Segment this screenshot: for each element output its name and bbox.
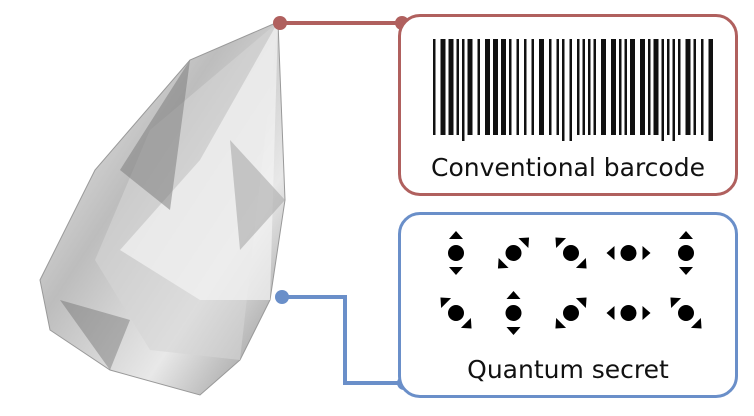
barcode-bar [701,39,704,135]
quantum-label: Quantum secret [467,355,669,384]
barcode-bar [549,39,552,135]
barcode-bar [648,39,651,135]
barcode-bar [611,39,616,135]
barcode-connector [273,16,409,30]
barcode-bar [509,39,512,135]
barcode-bar [456,39,459,135]
barcode-bar [624,39,627,135]
quantum-states [440,231,702,335]
barcode-box: Conventional barcode [398,14,738,196]
quantum-connector [275,290,411,390]
photon-diagonal-left-icon [670,297,702,329]
barcode-bar [630,39,635,135]
barcode-bar [653,39,659,135]
barcode-bar [516,39,519,135]
barcode-bar [433,39,436,135]
barcode-bar [485,39,490,135]
photon-diagonal-right-icon [497,237,530,269]
barcode-bar [467,39,473,135]
barcode-bar [667,39,670,135]
barcode-bar [531,39,534,135]
barcode-icon [433,39,713,141]
barcode-bar [569,39,572,141]
barcode-bar [448,39,454,135]
barcode-bar [582,39,585,135]
quantum-box: Quantum secret [398,212,738,398]
photon-vertical-icon [678,231,694,275]
diamond-image [39,21,286,396]
barcode-bar [672,39,675,141]
barcode-bar [693,39,696,135]
photon-vertical-icon [505,291,522,335]
barcode-bar [462,39,465,141]
barcode-bar [708,39,713,141]
barcode-bar [493,39,498,135]
barcode-bar [685,39,691,135]
barcode-bar [593,39,596,135]
barcode-bar [678,39,681,135]
photon-diagonal-right-icon [555,297,587,329]
photon-diagonal-left-icon [440,297,472,329]
photon-horizontal-icon [606,245,651,261]
photon-vertical-icon [448,231,464,275]
barcode-bar [539,39,544,135]
barcode-bar [577,39,580,135]
barcode-bar [588,39,591,135]
barcode-bar [477,39,480,135]
barcode-bar [640,39,645,135]
photon-diagonal-left-icon [555,237,587,269]
barcode-bar [556,39,559,135]
barcode-bar [524,39,527,135]
barcode-bar [501,39,506,135]
barcode-label: Conventional barcode [431,153,705,182]
barcode-bar [619,39,622,135]
barcode-bar [661,39,664,141]
barcode-bar [562,39,565,141]
photon-horizontal-icon [606,305,651,321]
barcode-bar [601,39,606,135]
barcode-bar [440,39,446,135]
